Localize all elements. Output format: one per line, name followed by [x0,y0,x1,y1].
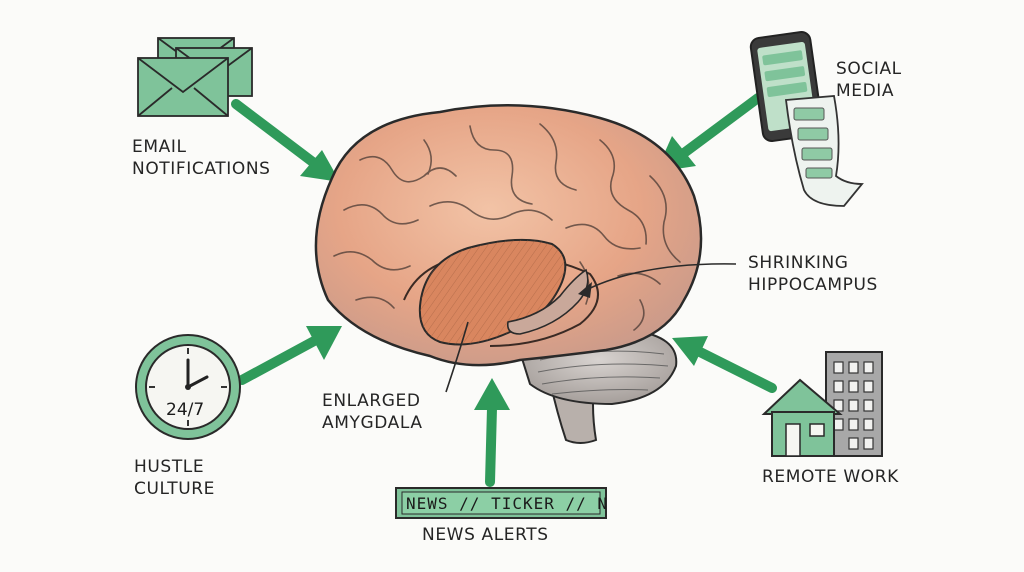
label-news: NEWS ALERTS [422,525,549,545]
label-social-line2: MEDIA [836,81,895,101]
label-email-line1: EMAIL [132,137,187,157]
ticker-text: NEWS // TICKER // N [406,494,608,513]
label-hustle: HUSTLE CULTURE [134,456,215,500]
amygdala-pointer [445,321,469,393]
label-hustle-line1: HUSTLE [134,457,205,477]
arrow-hustle [237,326,342,385]
arrow-email [231,99,340,182]
label-amygdala-line1: ENLARGED [322,391,421,411]
label-social-line1: SOCIAL [836,59,902,79]
label-email: EMAIL NOTIFICATIONS [132,136,271,180]
label-amygdala: ENLARGED AMYGDALA [322,390,423,434]
label-social: SOCIAL MEDIA [836,58,902,102]
smartphone-icon [749,31,864,207]
label-hustle-line2: CULTURE [134,479,216,499]
label-hippocampus-line2: HIPPOCAMPUS [748,275,878,295]
brain-illustration [314,104,737,444]
clock-label: 24/7 [166,400,204,420]
label-hippocampus: SHRINKING HIPPOCAMPUS [748,252,878,296]
clock-icon: 24/7 [135,334,241,440]
news-ticker-icon: NEWS // TICKER // N [395,487,608,519]
label-email-line2: NOTIFICATIONS [132,159,271,179]
cerebrum [314,104,703,367]
label-remote: REMOTE WORK [762,467,899,487]
arrow-news [474,378,510,487]
label-amygdala-line2: AMYGDALA [322,413,423,433]
hippocampus-pointer [581,263,737,293]
envelope-stack-icon [137,37,253,117]
house-icon [761,378,843,457]
label-hippocampus-line1: SHRINKING [748,253,849,273]
arrow-remote [672,336,777,393]
